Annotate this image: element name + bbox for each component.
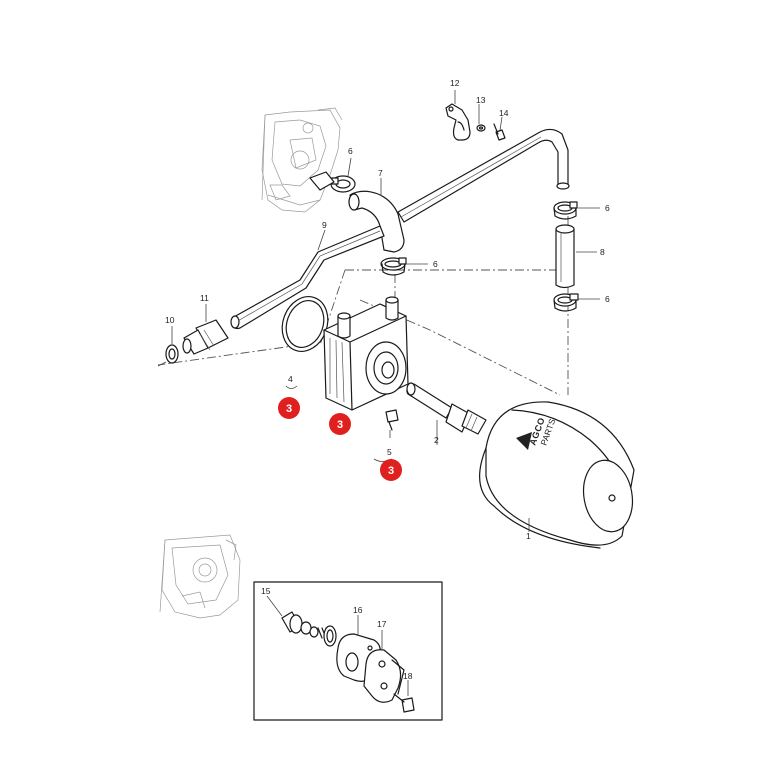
pipe-bracket bbox=[445, 103, 471, 141]
callout-16: 16 bbox=[353, 605, 363, 615]
callout-9: 9 bbox=[322, 220, 327, 230]
drain-plug bbox=[385, 409, 399, 431]
hose-clamp-c bbox=[553, 201, 578, 220]
valve-cover bbox=[363, 649, 405, 703]
detail-inset-frame bbox=[253, 581, 443, 721]
hose-clamp-a bbox=[330, 175, 356, 193]
straight-hose bbox=[555, 224, 575, 289]
callout-5: 5 bbox=[387, 447, 392, 457]
callout-numbers: 12 13 14 6 7 6 9 8 6 6 11 10 4 2 5 1 15 … bbox=[165, 78, 610, 681]
quantity-badge-b-label: 3 bbox=[337, 419, 343, 431]
engine-fitting bbox=[309, 171, 335, 191]
callout-13: 13 bbox=[476, 95, 486, 105]
threaded-nipple bbox=[406, 382, 487, 435]
callout-7: 7 bbox=[378, 168, 383, 178]
oil-cooler-housing bbox=[323, 296, 409, 411]
callout-2: 2 bbox=[434, 435, 439, 445]
sealing-washer bbox=[165, 344, 179, 364]
filter-logo-icon bbox=[516, 432, 532, 450]
callout-6-d: 6 bbox=[605, 294, 610, 304]
callout-14: 14 bbox=[499, 108, 509, 118]
callout-18: 18 bbox=[403, 671, 413, 681]
engine-block-ghost-lower bbox=[159, 534, 241, 619]
cover-bolt bbox=[393, 693, 415, 713]
quantity-badge-c[interactable]: 3 bbox=[380, 459, 402, 481]
callout-4: 4 bbox=[288, 374, 293, 384]
upper-oil-pipe bbox=[397, 128, 570, 223]
callout-15: 15 bbox=[261, 586, 271, 596]
callout-6-a: 6 bbox=[348, 146, 353, 156]
quantity-badge-a[interactable]: 3 bbox=[278, 397, 300, 419]
callout-10: 10 bbox=[165, 315, 175, 325]
oil-filter: AGCO PARTS bbox=[479, 401, 635, 549]
hose-elbow bbox=[348, 190, 405, 253]
quantity-badge-b[interactable]: 3 bbox=[329, 413, 351, 435]
quantity-badge-c-label: 3 bbox=[388, 465, 394, 477]
callout-12: 12 bbox=[450, 78, 460, 88]
quantity-badge-a-label: 3 bbox=[286, 403, 292, 415]
washer bbox=[476, 124, 486, 132]
callout-11: 11 bbox=[200, 293, 209, 303]
relief-valve-assembly bbox=[281, 611, 337, 647]
o-ring-large bbox=[281, 296, 329, 352]
callout-8: 8 bbox=[600, 247, 605, 257]
hose-clamp-d bbox=[553, 293, 579, 312]
callout-6-b: 6 bbox=[433, 259, 438, 269]
hose-clamp-b bbox=[380, 257, 407, 276]
callout-6-c: 6 bbox=[605, 203, 610, 213]
bracket-bolt bbox=[493, 123, 506, 141]
callout-1: 1 bbox=[526, 531, 531, 541]
lower-oil-pipe bbox=[230, 225, 385, 330]
engine-block-ghost-upper bbox=[261, 107, 343, 213]
pipe-fitting bbox=[182, 319, 229, 355]
callout-17: 17 bbox=[377, 619, 387, 629]
